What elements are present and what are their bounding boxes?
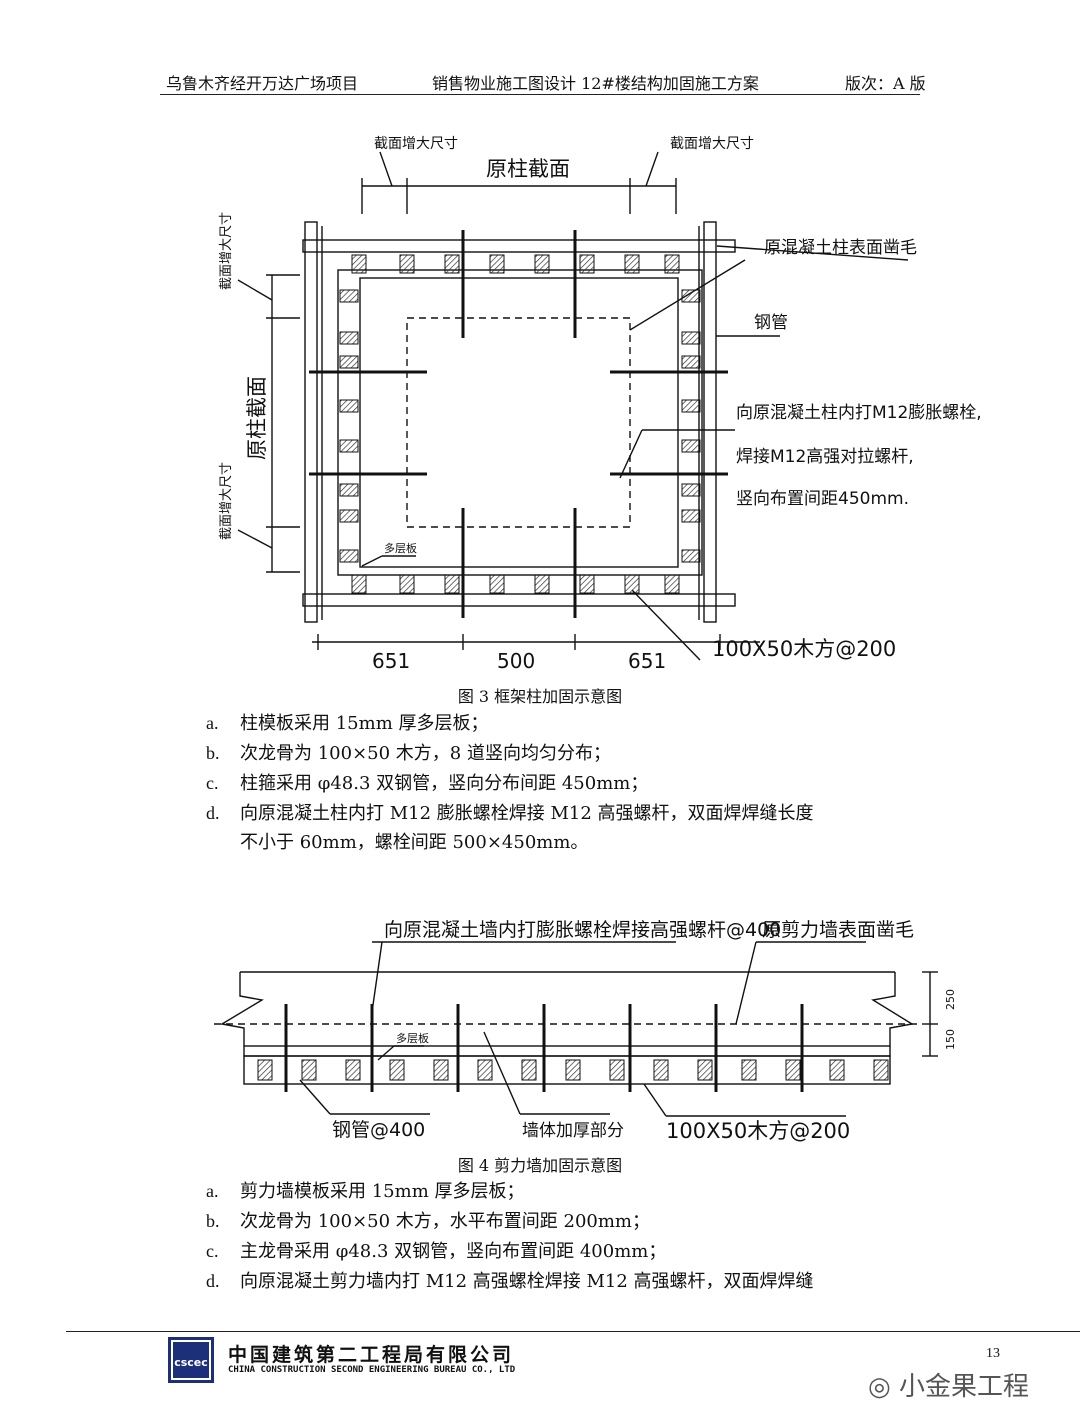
timber-block	[477, 1059, 493, 1081]
timber-block	[399, 574, 415, 594]
timber-block	[681, 355, 701, 369]
timber-block	[351, 574, 367, 594]
label-timber: 100X50木方@200	[712, 637, 896, 661]
timber-block	[444, 254, 460, 274]
timber-block	[257, 1059, 273, 1081]
timber-block	[489, 574, 505, 594]
label-wall-plywood: 多层板	[396, 1031, 429, 1045]
timber-block	[433, 1059, 449, 1081]
list1-item-b: b.次龙骨为 100×50 木方，8 道竖向均匀分布；	[206, 743, 611, 764]
figure-4-diagram: 向原混凝土墙内打膨胀螺栓焊接高强螺杆@400 原剪力墙表面凿毛 多层板 钢管@4…	[214, 919, 957, 1143]
timber-block	[664, 254, 680, 274]
company-logo: cscec	[168, 1337, 214, 1383]
timber-block	[681, 439, 701, 453]
label-bolt-line-2: 焊接M12高强对拉螺杆,	[736, 447, 914, 467]
timber-block	[609, 1059, 625, 1081]
figure-3-diagram: 截面增大尺寸 截面增大尺寸 原柱截面 截面增大尺寸 原柱截面 截面增大尺寸 原混…	[219, 136, 982, 673]
dim-wall-250: 250	[944, 989, 957, 1010]
timber-block	[339, 549, 359, 563]
header-title: 销售物业施工图设计 12#楼结构加固施工方案	[432, 74, 759, 93]
timber-block	[345, 1059, 361, 1081]
timber-block	[489, 254, 505, 274]
timber-block	[339, 331, 359, 345]
timber-block	[565, 1059, 581, 1081]
label-increase-top-right: 截面增大尺寸	[670, 136, 754, 152]
timber-block	[681, 509, 701, 523]
watermark: ◎ 小金果工程	[868, 1372, 1029, 1402]
timber-block	[339, 355, 359, 369]
wechat-icon: ◎	[868, 1372, 891, 1402]
list2-item-a: a.剪力墙模板采用 15mm 厚多层板；	[206, 1181, 525, 1202]
timber-block	[521, 1059, 537, 1081]
timber-block	[681, 483, 701, 497]
label-wall-thicken: 墙体加厚部分	[522, 1121, 624, 1141]
list1-item-d-continued: 不小于 60mm，螺栓间距 500×450mm。	[240, 832, 589, 853]
figure-3-caption: 图 3 框架柱加固示意图	[457, 687, 623, 706]
company-name: 中国建筑第二工程局有限公司	[228, 1344, 515, 1366]
timber-block	[681, 331, 701, 345]
list2-item-b: b.次龙骨为 100×50 木方，水平布置间距 200mm；	[206, 1211, 650, 1232]
label-wall-surface: 原剪力墙表面凿毛	[762, 919, 914, 941]
footer-rule	[66, 1331, 1080, 1332]
label-increase-left-top: 截面增大尺寸	[219, 212, 234, 290]
timber-block	[339, 399, 359, 413]
timber-block	[534, 574, 550, 594]
timber-block	[399, 254, 415, 274]
label-original-top: 原柱截面	[486, 157, 570, 181]
label-wall-steel-pipe: 钢管@400	[332, 1119, 425, 1141]
header-version: 版次：A 版	[845, 74, 926, 93]
timber-block	[351, 254, 367, 274]
label-column-surface: 原混凝土柱表面凿毛	[764, 238, 917, 258]
timber-block	[624, 254, 640, 274]
timber-block	[664, 574, 680, 594]
timber-block	[653, 1059, 669, 1081]
timber-block	[697, 1059, 713, 1081]
page-number: 13	[986, 1346, 1000, 1361]
label-wall-bolt: 向原混凝土墙内打膨胀螺栓焊接高强螺杆@400	[384, 919, 781, 941]
timber-block	[681, 289, 701, 303]
figure-4-caption: 图 4 剪力墙加固示意图	[457, 1156, 623, 1175]
timber-block	[339, 289, 359, 303]
list1-item-a: a.柱模板采用 15mm 厚多层板；	[206, 713, 489, 734]
timber-block	[444, 574, 460, 594]
label-steel-pipe: 钢管	[754, 313, 788, 333]
label-bolt-line-3: 竖向布置间距450mm.	[736, 489, 909, 509]
timber-block	[534, 254, 550, 274]
label-increase-top-left: 截面增大尺寸	[374, 136, 458, 152]
timber-block	[301, 1059, 317, 1081]
timber-block	[579, 574, 595, 594]
timber-block	[624, 574, 640, 594]
timber-block	[339, 483, 359, 497]
label-original-left: 原柱截面	[245, 376, 269, 460]
timber-block	[681, 549, 701, 563]
timber-block	[579, 254, 595, 274]
timber-block	[873, 1059, 889, 1081]
timber-block	[829, 1059, 845, 1081]
header-rule	[160, 94, 920, 95]
label-plywood: 多层板	[384, 541, 417, 555]
timber-block	[389, 1059, 405, 1081]
list1-item-d: d.向原混凝土柱内打 M12 膨胀螺栓焊接 M12 高强螺杆，双面焊焊缝长度	[206, 803, 814, 824]
timber-block	[339, 509, 359, 523]
list2-item-c: c.主龙骨采用 φ48.3 双钢管，竖向布置间距 400mm；	[206, 1241, 667, 1262]
timber-block	[681, 399, 701, 413]
label-bolt-line-1: 向原混凝土柱内打M12膨胀螺栓,	[736, 403, 982, 423]
dim-middle: 500	[497, 649, 535, 673]
company-name-en: CHINA CONSTRUCTION SECOND ENGINEERING BU…	[228, 1365, 516, 1375]
svg-text:cscec: cscec	[174, 1356, 208, 1369]
list2-item-d: d.向原混凝土剪力墙内打 M12 高强螺栓焊接 M12 高强螺杆，双面焊焊缝	[206, 1271, 814, 1292]
dim-wall-150: 150	[944, 1029, 957, 1050]
dim-right: 651	[628, 649, 666, 673]
timber-block	[741, 1059, 757, 1081]
list1-item-c: c.柱箍采用 φ48.3 双钢管，竖向分布间距 450mm；	[206, 773, 649, 794]
label-increase-left-bottom: 截面增大尺寸	[219, 462, 234, 540]
label-wall-timber: 100X50木方@200	[666, 1119, 850, 1143]
timber-block	[339, 439, 359, 453]
header-project: 乌鲁木齐经开万达广场项目	[166, 74, 359, 93]
dim-left: 651	[372, 649, 410, 673]
timber-block	[785, 1059, 801, 1081]
